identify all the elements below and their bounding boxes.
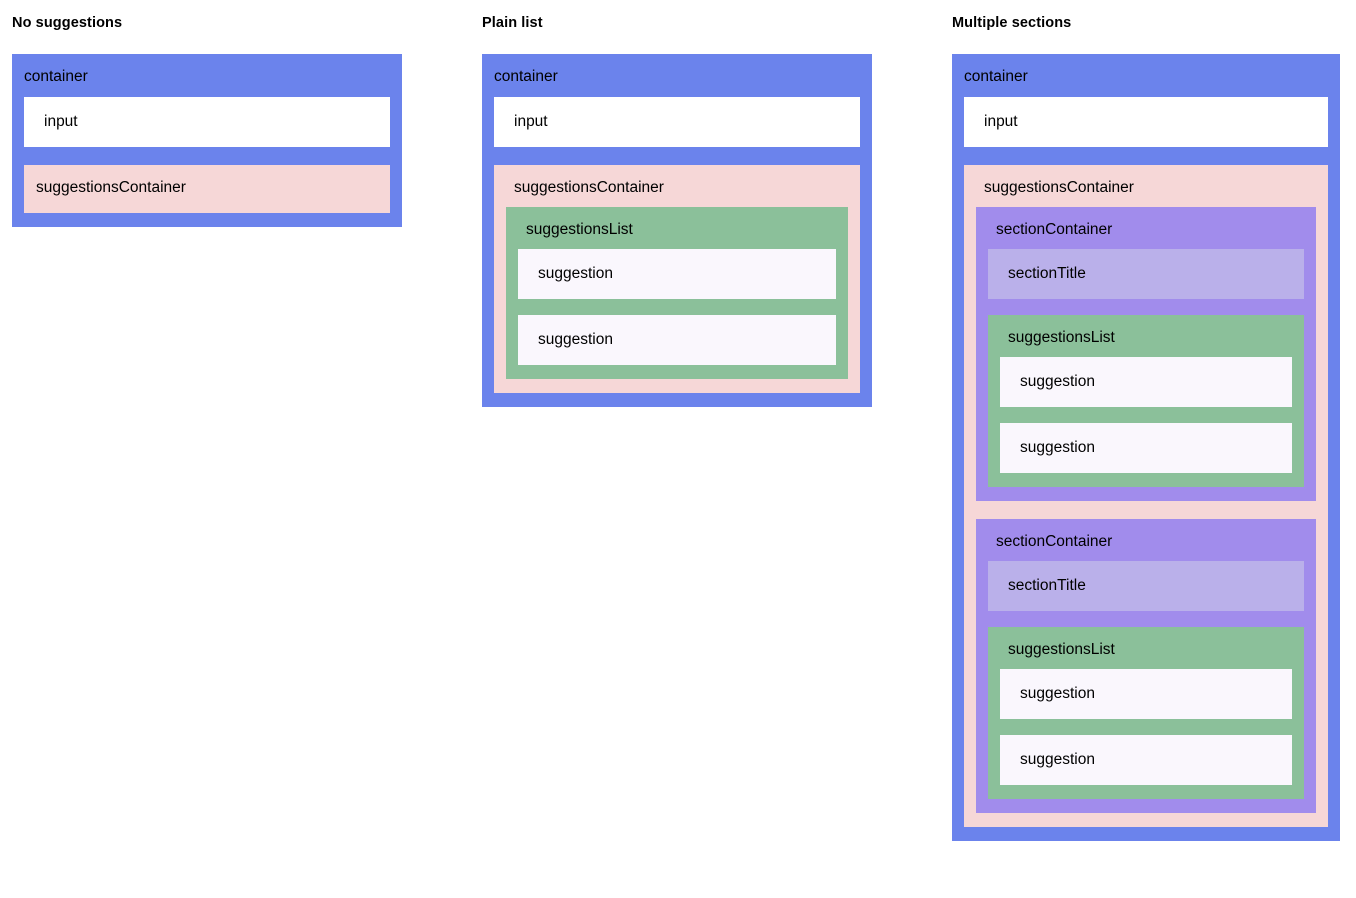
container-label: container bbox=[494, 68, 558, 85]
suggestions-list[interactable]: suggestionsList suggestion suggestion bbox=[506, 207, 848, 379]
suggestion-item[interactable]: suggestion bbox=[518, 315, 836, 365]
section-title: sectionTitle bbox=[988, 561, 1304, 611]
container[interactable]: container input suggestionsContainer bbox=[12, 54, 402, 227]
suggestions-container[interactable]: suggestionsContainer sectionContainer se… bbox=[964, 165, 1328, 827]
container[interactable]: container input suggestionsContainer sec… bbox=[952, 54, 1340, 841]
suggestions-container[interactable]: suggestionsContainer suggestionsList sug… bbox=[494, 165, 860, 393]
container[interactable]: container input suggestionsContainer sug… bbox=[482, 54, 872, 407]
container-label: container bbox=[964, 68, 1028, 85]
column-no-suggestions: No suggestions container input suggestio… bbox=[12, 14, 402, 227]
column-multiple-sections: Multiple sections container input sugges… bbox=[952, 14, 1340, 841]
suggestions-list-label: suggestionsList bbox=[1008, 329, 1115, 346]
input[interactable]: input bbox=[964, 97, 1328, 147]
section-container-label: sectionContainer bbox=[996, 221, 1113, 238]
section-container[interactable]: sectionContainer sectionTitle suggestion… bbox=[976, 519, 1316, 813]
input[interactable]: input bbox=[24, 97, 390, 147]
section-container-label: sectionContainer bbox=[996, 533, 1113, 550]
container-label: container bbox=[24, 68, 88, 85]
suggestion-item[interactable]: suggestion bbox=[1000, 669, 1292, 719]
suggestion-item[interactable]: suggestion bbox=[1000, 735, 1292, 785]
suggestions-list-label: suggestionsList bbox=[526, 221, 633, 238]
suggestions-container[interactable]: suggestionsContainer bbox=[24, 165, 390, 213]
suggestions-list[interactable]: suggestionsList suggestion suggestion bbox=[988, 315, 1304, 487]
input[interactable]: input bbox=[494, 97, 860, 147]
section-container[interactable]: sectionContainer sectionTitle suggestion… bbox=[976, 207, 1316, 501]
suggestions-container-label: suggestionsContainer bbox=[514, 179, 664, 196]
suggestion-item[interactable]: suggestion bbox=[1000, 357, 1292, 407]
suggestions-container-label: suggestionsContainer bbox=[984, 179, 1134, 196]
suggestion-item[interactable]: suggestion bbox=[1000, 423, 1292, 473]
section-title: sectionTitle bbox=[988, 249, 1304, 299]
suggestions-list[interactable]: suggestionsList suggestion suggestion bbox=[988, 627, 1304, 799]
column-plain-list: Plain list container input suggestionsCo… bbox=[482, 14, 872, 407]
suggestions-list-label: suggestionsList bbox=[1008, 641, 1115, 658]
columns-wrapper: No suggestions container input suggestio… bbox=[12, 14, 1340, 841]
suggestion-item[interactable]: suggestion bbox=[518, 249, 836, 299]
column-heading: Plain list bbox=[482, 15, 543, 31]
column-heading: Multiple sections bbox=[952, 15, 1072, 31]
column-heading: No suggestions bbox=[12, 15, 123, 31]
